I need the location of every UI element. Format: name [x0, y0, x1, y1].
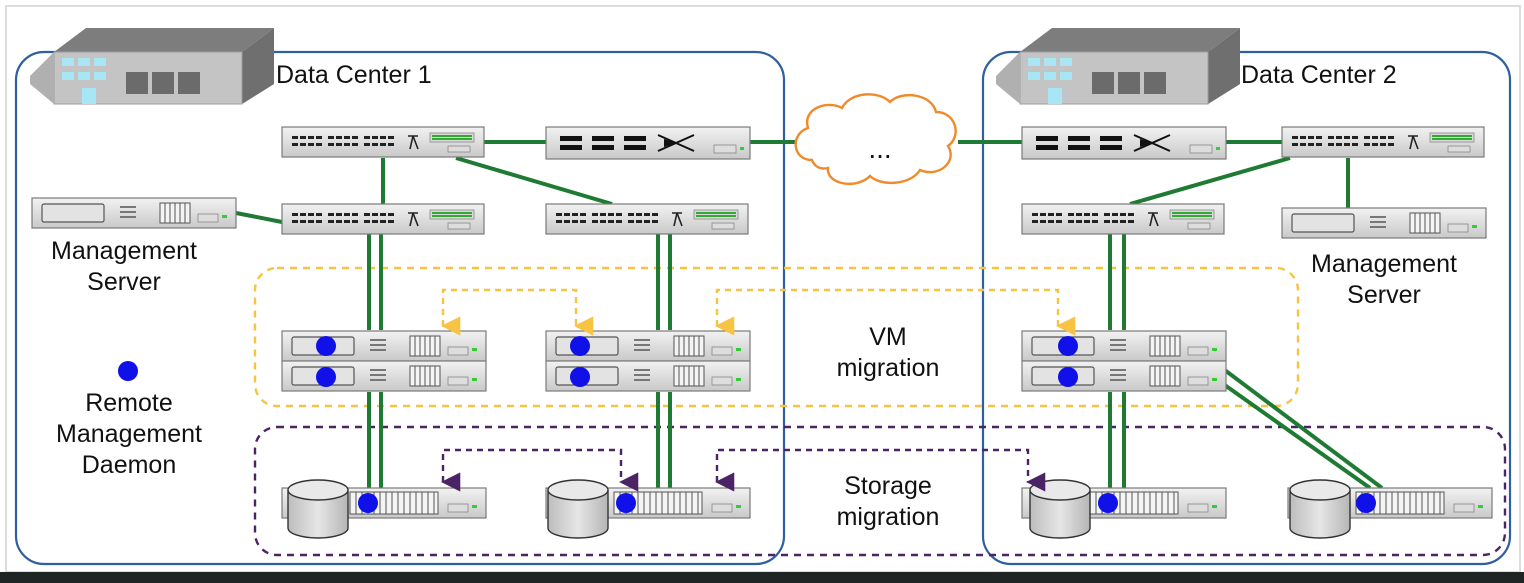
data-center-2-box	[981, 50, 1512, 566]
data-center-1-box	[14, 50, 786, 566]
management-server-right-line1: Management	[1311, 250, 1457, 278]
storage-migration-line1: Storage	[844, 472, 932, 500]
remote-daemon-line2: Management	[56, 420, 202, 448]
dc1-disk-b	[547, 479, 609, 539]
data-center-1-title: Data Center 1	[276, 61, 432, 89]
dc1-access-switch-left	[282, 204, 484, 234]
dc2-server-1	[1021, 330, 1227, 362]
data-center-2-building-icon	[995, 27, 1241, 105]
wan-cloud	[794, 93, 957, 185]
remote-daemon-legend-label: Remote Management Daemon	[34, 388, 224, 481]
vm-migration-label: VM migration	[808, 322, 968, 384]
vm-migration-line1: VM	[869, 323, 907, 351]
management-server-left-line2: Server	[87, 268, 161, 296]
data-center-2-title: Data Center 2	[1241, 61, 1397, 89]
storage-migration-arrows	[441, 448, 1046, 492]
vm-migration-arrows	[441, 288, 1076, 336]
daemon-dots	[118, 336, 1376, 513]
dc2-server-2	[1021, 360, 1227, 392]
network-links	[235, 140, 1384, 490]
dc1-access-switch-right	[546, 204, 748, 234]
dc2-management-server	[1281, 207, 1487, 239]
vm-migration-line2: migration	[836, 354, 940, 382]
remote-daemon-line3: Daemon	[81, 451, 177, 479]
bottom-bar	[0, 572, 1524, 583]
dc2-disk-a	[1029, 479, 1091, 539]
dc1-disk-a	[287, 479, 349, 539]
dc2-core-switch	[1282, 127, 1484, 157]
management-server-right-label: Management Server	[1294, 249, 1474, 311]
remote-daemon-line1: Remote	[85, 389, 173, 417]
storage-migration-label: Storage migration	[808, 471, 968, 533]
dc2-disk-b	[1289, 479, 1351, 539]
cloud-ellipsis: ...	[868, 133, 891, 164]
storage-migration-line2: migration	[836, 503, 940, 531]
vm-migration-region	[253, 266, 1300, 408]
dc1-core-switch	[282, 127, 484, 157]
storage-migration-region	[253, 425, 1507, 557]
dc2-gateway-router	[1021, 126, 1227, 160]
daemon-dot-legend	[118, 361, 138, 381]
data-center-1-building-icon	[29, 27, 275, 105]
dc2-access-switch	[1022, 204, 1224, 234]
management-server-left-label: Management Server	[34, 236, 214, 298]
dc1-management-server	[31, 197, 237, 229]
dc1-gateway-router	[545, 126, 751, 160]
management-server-left-line1: Management	[51, 237, 197, 265]
management-server-right-line2: Server	[1347, 281, 1421, 309]
dc1-server-a2	[281, 360, 487, 392]
dc1-server-a1	[281, 330, 487, 362]
